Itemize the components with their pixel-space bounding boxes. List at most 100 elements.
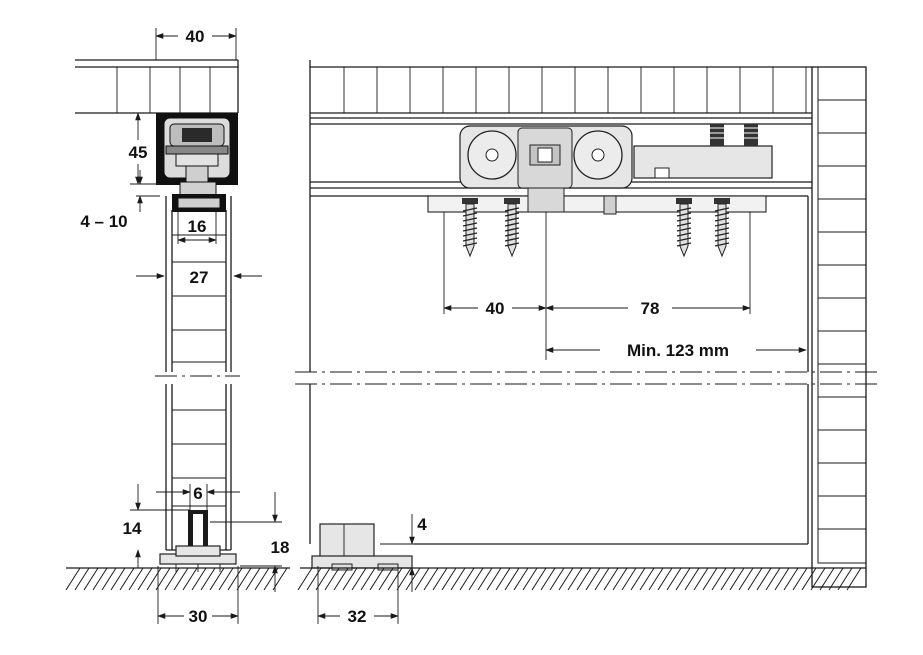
floor-hatch-stroke — [810, 567, 826, 591]
side-section-view: 40 45 — [65, 27, 290, 626]
dim-label-min-distance: Min. 123 mm — [627, 341, 729, 360]
floor-hatch-stroke — [119, 567, 135, 591]
dim-floor-guide-height: 18 — [210, 492, 289, 592]
dim-label-gap-range: 4 – 10 — [80, 212, 127, 231]
front-view: 40 78 Min. 123 mm 4 — [295, 60, 880, 626]
floor-hatch-stroke — [297, 567, 313, 591]
dim-label-track-height: 45 — [129, 143, 148, 162]
floor-hatch-stroke — [774, 567, 790, 591]
floor-hatch-stroke — [513, 567, 529, 591]
floor-hatch-stroke — [254, 567, 270, 591]
floor-hatch-stroke — [360, 567, 376, 591]
floor-hatch-stroke — [432, 567, 448, 591]
floor-hatch-stroke — [369, 567, 385, 591]
dim-screw-offsets: 40 78 — [443, 212, 751, 360]
floor-hatch-stroke — [846, 567, 862, 591]
floor-hatch-stroke — [306, 567, 322, 591]
dim-label-guide-width: 16 — [188, 217, 207, 236]
door-leaf-upper — [165, 196, 232, 372]
floor-hatch-stroke — [387, 567, 403, 591]
floor-hatch-stroke — [702, 567, 718, 591]
dim-guide-width: 16 — [177, 212, 217, 244]
floor-hatch-stroke — [227, 567, 243, 591]
floor-hatch-stroke — [711, 567, 727, 591]
floor-hatch-stroke — [666, 567, 682, 591]
floor-hatch-stroke — [74, 567, 90, 591]
dim-floor-guide-slot: 6 — [156, 484, 240, 510]
floor-hatch-stroke — [675, 567, 691, 591]
floor-hatch-stroke — [209, 567, 225, 591]
track-profile — [156, 113, 238, 185]
floor-hatch-stroke — [396, 567, 412, 591]
floor-hatch-stroke — [128, 567, 144, 591]
floor-hatch-stroke — [801, 567, 817, 591]
ceiling-panel — [75, 59, 239, 114]
floor-hatch-stroke — [531, 567, 547, 591]
wood-screws — [462, 198, 730, 258]
floor-hatch-stroke — [576, 567, 592, 591]
floor-door-stop — [311, 523, 413, 571]
floor-hatch-stroke — [648, 567, 664, 591]
floor-hatch-stroke — [405, 567, 421, 591]
floor-hatch-stroke — [378, 567, 394, 591]
dim-floor-guide-base-width: 30 — [157, 566, 239, 626]
dim-label-stop-width: 32 — [348, 607, 367, 626]
wood-screw — [462, 198, 478, 258]
floor-hatch-stroke — [459, 567, 475, 591]
floor-hatch-stroke — [585, 567, 601, 591]
front-door-panel — [310, 195, 809, 545]
floor-hatch-stroke — [783, 567, 799, 591]
floor-hatch-stroke — [218, 567, 234, 591]
floor-hatch-right — [297, 567, 866, 591]
floor-hatch-stroke — [263, 567, 279, 591]
floor-hatch-stroke — [101, 567, 117, 591]
floor-hatch-stroke — [164, 567, 180, 591]
floor-hatch-stroke — [684, 567, 700, 591]
floor-hatch-left — [65, 567, 290, 591]
front-ceiling-panel — [309, 60, 812, 372]
floor-hatch-stroke — [549, 567, 565, 591]
wood-screw — [676, 198, 692, 258]
dim-stop-width: 32 — [317, 566, 399, 626]
wood-screw — [714, 198, 730, 258]
floor-hatch-stroke — [245, 567, 261, 591]
dim-top-width: 40 — [155, 27, 237, 60]
floor-hatch-stroke — [468, 567, 484, 591]
floor-hatch-stroke — [819, 567, 835, 591]
floor-hatch-stroke — [486, 567, 502, 591]
dim-track-height: 45 — [129, 112, 156, 185]
floor-hatch-stroke — [828, 567, 844, 591]
floor-hatch-stroke — [83, 567, 99, 591]
floor-hatch-stroke — [137, 567, 153, 591]
floor-hatch-stroke — [477, 567, 493, 591]
dim-label-top-width: 40 — [186, 27, 205, 46]
floor-hatch-stroke — [747, 567, 763, 591]
floor-hatch-stroke — [729, 567, 745, 591]
dim-floor-guide-depth: 14 — [123, 484, 190, 568]
floor-hatch-stroke — [621, 567, 637, 591]
floor-hatch-stroke — [603, 567, 619, 591]
dim-label-floor-guide-base-width: 30 — [189, 607, 208, 626]
floor-hatch-stroke — [272, 567, 288, 591]
door-top-fitting — [172, 181, 226, 212]
floor-hatch-stroke — [630, 567, 646, 591]
floor-hatch-stroke — [414, 567, 430, 591]
floor-hatch-stroke — [146, 567, 162, 591]
floor-hatch-stroke — [65, 567, 81, 591]
floor-hatch-stroke — [738, 567, 754, 591]
floor-hatch-stroke — [423, 567, 439, 591]
floor-hatch-stroke — [657, 567, 673, 591]
floor-hatch-stroke — [110, 567, 126, 591]
floor-hatch-stroke — [351, 567, 367, 591]
floor-hatch-stroke — [594, 567, 610, 591]
floor-hatch-stroke — [612, 567, 628, 591]
floor-guide — [159, 510, 237, 572]
wood-screw — [504, 198, 520, 258]
floor-hatch-stroke — [324, 567, 340, 591]
floor-hatch-stroke — [522, 567, 538, 591]
floor-hatch-stroke — [504, 567, 520, 591]
dim-label-floor-guide-slot: 6 — [193, 484, 202, 503]
floor-hatch-stroke — [756, 567, 772, 591]
dim-gap-range: 4 – 10 — [80, 170, 160, 231]
floor-hatch-stroke — [792, 567, 808, 591]
